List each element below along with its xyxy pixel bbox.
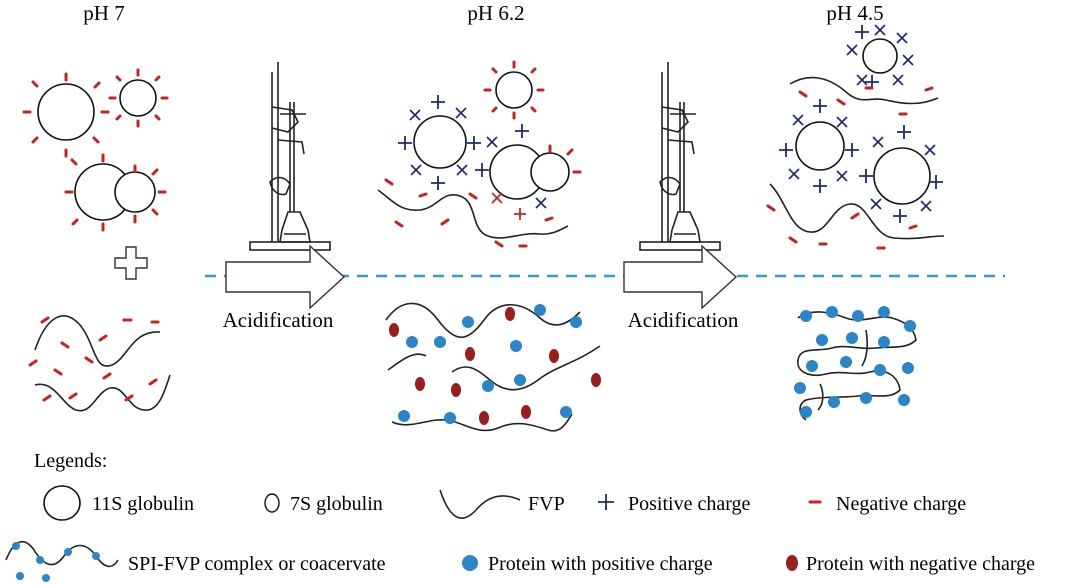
fvp-chain-ph45 xyxy=(769,183,945,240)
acidification-step-2: Acidification xyxy=(623,61,739,332)
stage-ph45 xyxy=(766,24,945,421)
titration-stand-icon xyxy=(639,61,721,251)
globulin-pair xyxy=(64,153,167,232)
legend-item-negative-charge: Negative charge xyxy=(808,493,966,515)
legend-item-complex: SPI-FVP complex or coacervate xyxy=(5,540,386,582)
legend-item-protein-negative: Protein with negative charge xyxy=(786,553,1035,575)
legend-label: 7S globulin xyxy=(290,493,383,515)
globulin-7s-charged xyxy=(846,24,914,90)
arrow-icon xyxy=(623,244,738,310)
globulin-11s-charged-3 xyxy=(858,124,944,224)
complex-icon xyxy=(5,540,119,568)
step-label-1: Acidification xyxy=(223,308,334,332)
globulin-7s-negative xyxy=(483,60,545,120)
step-label-2: Acidification xyxy=(628,308,739,332)
acidification-step-1: Acidification xyxy=(223,61,346,332)
stage-label-ph45: pH 4.5 xyxy=(826,1,883,25)
globulin-11s-large xyxy=(22,72,110,158)
fvp-chain-top xyxy=(789,76,939,105)
legend-label: Protein with positive charge xyxy=(488,553,713,575)
fvp-chain-icon xyxy=(439,489,521,519)
globulin-pair-charged xyxy=(474,123,582,221)
legend-label: Protein with negative charge xyxy=(806,553,1035,575)
arrow-icon xyxy=(225,244,346,310)
fvp-chains-ph7 xyxy=(28,315,171,412)
protein-negative-icon xyxy=(786,555,798,571)
globulin-7s-small xyxy=(108,68,169,128)
stage-ph62 xyxy=(377,60,601,432)
stage-ph7 xyxy=(22,68,171,412)
legend-item-fvp: FVP xyxy=(439,489,565,519)
legend-title: Legends: xyxy=(34,450,107,472)
globulin-11s-charged-2 xyxy=(778,98,860,194)
legend: Legends: 11S globulin 7S globulin FVP Po… xyxy=(5,450,1035,582)
globulin-11s-charged xyxy=(397,94,482,191)
legend-label: FVP xyxy=(528,493,565,515)
legend-label: SPI-FVP complex or coacervate xyxy=(128,553,386,575)
legend-item-protein-positive: Protein with positive charge xyxy=(462,553,713,575)
globulin-7s-icon xyxy=(264,493,280,513)
complex-region-ph62 xyxy=(385,302,601,432)
positive-charge-icon xyxy=(598,494,614,510)
coacervate-region-ph45 xyxy=(794,306,917,421)
legend-label: Positive charge xyxy=(628,493,751,515)
protein-positive-icon xyxy=(462,555,478,571)
legend-item-7s-globulin: 7S globulin xyxy=(264,493,383,515)
stage-label-ph7: pH 7 xyxy=(83,1,124,25)
fvp-chain-ph62 xyxy=(377,178,569,248)
legend-label: Negative charge xyxy=(836,493,966,515)
plus-sign xyxy=(114,246,148,280)
stage-label-ph62: pH 6.2 xyxy=(467,1,524,25)
legend-label: 11S globulin xyxy=(92,493,194,515)
globulin-11s-icon xyxy=(43,485,81,521)
legend-item-11s-globulin: 11S globulin xyxy=(43,485,194,521)
legend-item-positive-charge: Positive charge xyxy=(598,493,751,515)
titration-stand-icon xyxy=(249,61,331,251)
